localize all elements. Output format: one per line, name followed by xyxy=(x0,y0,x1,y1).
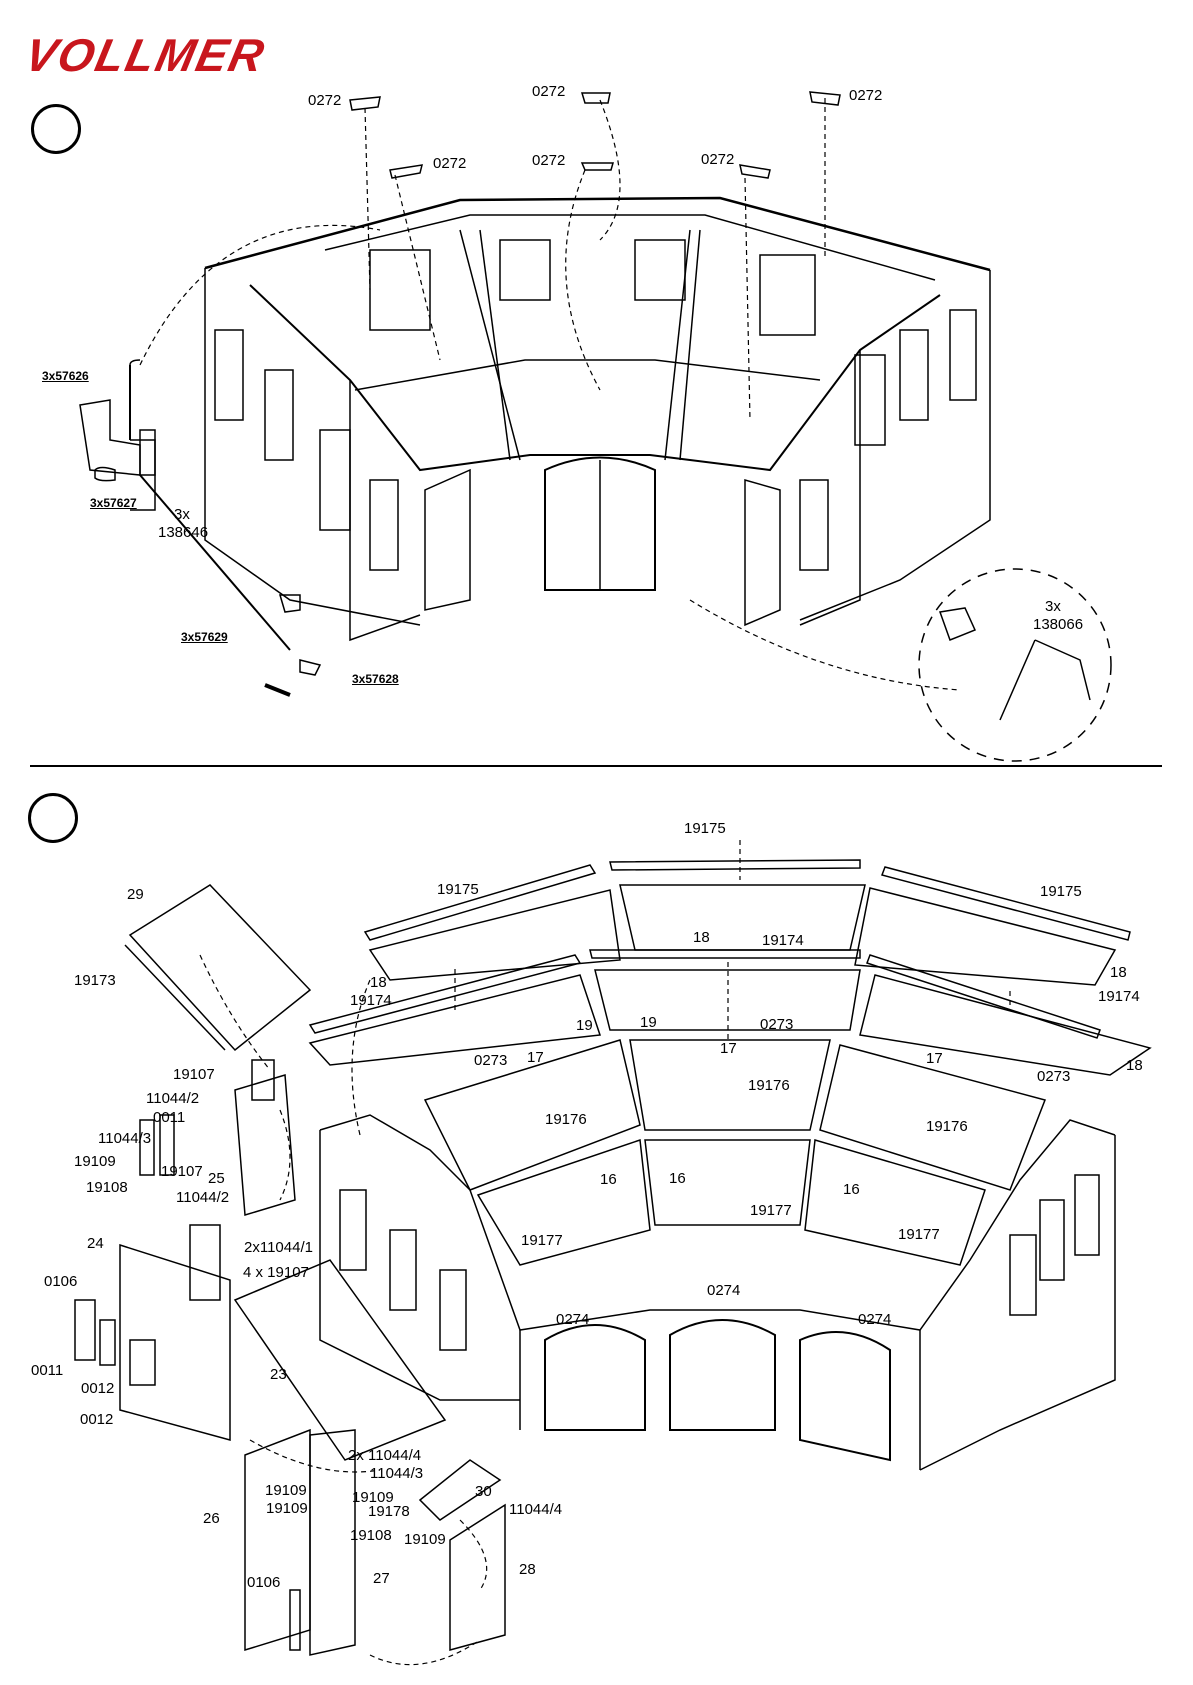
part-label-0274: 0274 xyxy=(556,1311,590,1328)
part-label-11044-2: 11044/2 xyxy=(146,1090,200,1107)
section-divider xyxy=(30,765,1162,767)
part-label-2x11044-4: 2x 11044/4 xyxy=(348,1447,422,1464)
step2-roof-assembly xyxy=(74,840,1152,1666)
part-label-16: 16 xyxy=(843,1181,860,1198)
part-label-0272: 0272 xyxy=(308,92,342,109)
part-label-11044-4: 11044/4 xyxy=(509,1501,563,1518)
part-label-23: 23 xyxy=(270,1366,287,1383)
part-label-19177: 19177 xyxy=(750,1202,792,1219)
part-label-57626: 3x57626 xyxy=(42,369,89,383)
part-label-11044-3: 11044/3 xyxy=(98,1130,152,1147)
part-label-0273: 0273 xyxy=(1037,1068,1071,1085)
part-label-57627: 3x57627 xyxy=(90,496,137,510)
part-label-19174: 19174 xyxy=(762,932,804,949)
part-label-11044-2: 11044/2 xyxy=(176,1189,230,1206)
part-label-57629: 3x57629 xyxy=(181,630,228,644)
part-label-24: 24 xyxy=(87,1235,104,1252)
part-label-16: 16 xyxy=(669,1170,686,1187)
part-label-0272: 0272 xyxy=(532,83,566,100)
part-label-26: 26 xyxy=(203,1510,220,1527)
part-label-19174: 19174 xyxy=(350,992,392,1009)
part-label-0274: 0274 xyxy=(858,1311,892,1328)
part-label-19175: 19175 xyxy=(437,881,479,898)
part-label-19178: 19178 xyxy=(368,1503,410,1520)
part-label-28: 28 xyxy=(519,1561,536,1578)
part-label-19109: 19109 xyxy=(265,1482,307,1499)
part-qty-138646: 3x xyxy=(174,506,190,523)
part-label-18: 18 xyxy=(1110,964,1127,981)
part-label-19108: 19108 xyxy=(350,1527,392,1544)
part-label-19109: 19109 xyxy=(266,1500,308,1517)
part-label-19176: 19176 xyxy=(545,1111,587,1128)
part-label-19175: 19175 xyxy=(1040,883,1082,900)
part-label-19177: 19177 xyxy=(521,1232,563,1249)
part-label-19: 19 xyxy=(576,1017,593,1034)
step1-roundhouse-frame xyxy=(79,91,1112,762)
part-label-138066: 138066 xyxy=(1033,616,1084,633)
part-label-0274: 0274 xyxy=(707,1282,741,1299)
part-label-17: 17 xyxy=(926,1050,943,1067)
part-label-19109: 19109 xyxy=(404,1531,446,1548)
part-label-11044-3: 11044/3 xyxy=(370,1465,424,1482)
part-label-19177: 19177 xyxy=(898,1226,940,1243)
part-label-0012: 0012 xyxy=(80,1411,114,1428)
part-label-19108: 19108 xyxy=(86,1179,128,1196)
part-label-19175: 19175 xyxy=(684,820,726,837)
part-label-57628: 3x57628 xyxy=(352,672,399,686)
part-label-0272: 0272 xyxy=(433,155,467,172)
part-label-16: 16 xyxy=(600,1171,617,1188)
part-label-19173: 19173 xyxy=(74,972,116,989)
part-label-0273: 0273 xyxy=(760,1016,794,1033)
part-label-0106: 0106 xyxy=(44,1273,78,1290)
step-1-marker xyxy=(31,104,81,154)
part-label-19109: 19109 xyxy=(74,1153,116,1170)
part-label-18: 18 xyxy=(1126,1057,1143,1074)
part-label-25: 25 xyxy=(208,1170,225,1187)
step-2-marker xyxy=(28,793,78,843)
part-label-0012: 0012 xyxy=(81,1380,115,1397)
part-label-0011: 0011 xyxy=(31,1362,64,1379)
part-label-17: 17 xyxy=(720,1040,737,1057)
part-label-27: 27 xyxy=(373,1570,390,1587)
part-label-4x19107: 4 x 19107 xyxy=(243,1264,309,1281)
part-label-19176: 19176 xyxy=(926,1118,968,1135)
part-label-18: 18 xyxy=(370,974,387,991)
part-label-0272: 0272 xyxy=(849,87,883,104)
part-label-138646: 138646 xyxy=(158,524,209,541)
part-label-17: 17 xyxy=(527,1049,544,1066)
part-qty-138066: 3x xyxy=(1045,598,1061,615)
part-label-19176: 19176 xyxy=(748,1077,790,1094)
part-label-19109: 19109 xyxy=(352,1489,394,1506)
part-label-0106: 0106 xyxy=(247,1574,281,1591)
part-label-19: 19 xyxy=(640,1014,657,1031)
part-label-2x11044-1: 2x11044/1 xyxy=(244,1239,313,1256)
part-label-0273: 0273 xyxy=(474,1052,508,1069)
part-label-18: 18 xyxy=(693,929,710,946)
part-label-19107: 19107 xyxy=(173,1066,215,1083)
part-label-30: 30 xyxy=(475,1483,492,1500)
part-label-29: 29 xyxy=(127,886,144,903)
part-label-19107: 19107 xyxy=(161,1163,203,1180)
part-label-19174: 19174 xyxy=(1098,988,1140,1005)
part-label-0011: 0011 xyxy=(153,1109,186,1126)
part-label-0272: 0272 xyxy=(532,152,566,169)
part-label-0272: 0272 xyxy=(701,151,735,168)
